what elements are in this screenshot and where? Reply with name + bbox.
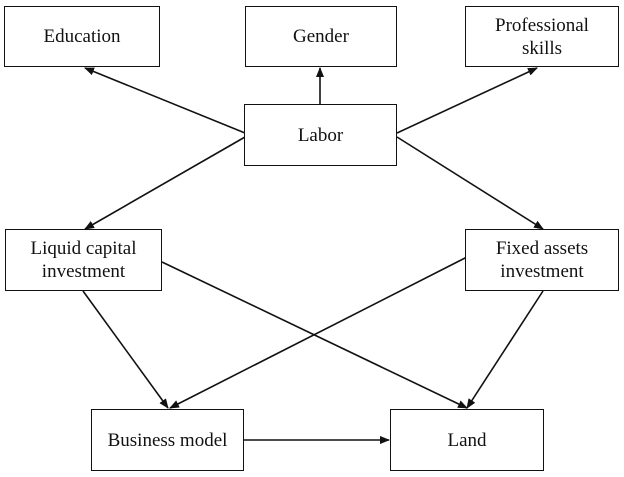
arrow-liquid-capital-to-business-model — [82, 290, 169, 409]
liquid-capital-label-line2: investment — [41, 261, 126, 282]
professional-skills-box: Professional skills — [465, 6, 619, 67]
land-box: Land — [390, 409, 544, 471]
land-label: Land — [447, 429, 487, 451]
professional-skills-label-line2: skills — [521, 37, 563, 59]
arrow-labor-to-liquid-capital — [84, 136, 246, 230]
liquid-capital-investment-box: Liquid capital investment — [5, 229, 162, 291]
gender-label: Gender — [293, 26, 349, 47]
arrow-fixed-assets-to-land — [466, 290, 544, 409]
education-label: Education — [43, 26, 121, 47]
arrow-labor-to-education — [84, 67, 246, 134]
business-model-label: Business model — [107, 429, 228, 451]
arrow-fixed-assets-to-business-model — [169, 256, 468, 409]
labor-label: Labor — [297, 124, 344, 146]
fixed-assets-investment-box: Fixed assets investment — [465, 229, 619, 291]
labor-box: Labor — [244, 104, 397, 166]
arrow-labor-to-fixed-assets — [396, 136, 544, 230]
education-box: Education — [4, 6, 160, 67]
professional-skills-label-line1: Professional — [495, 14, 589, 36]
liquid-capital-label-line1: Liquid capital — [30, 238, 137, 259]
arrow-labor-to-professional-skills — [396, 67, 538, 134]
business-model-box: Business model — [91, 409, 244, 471]
fixed-assets-label-line2: investment — [500, 261, 584, 282]
gender-box: Gender — [245, 6, 397, 67]
fixed-assets-label-line1: Fixed assets — [495, 238, 589, 259]
